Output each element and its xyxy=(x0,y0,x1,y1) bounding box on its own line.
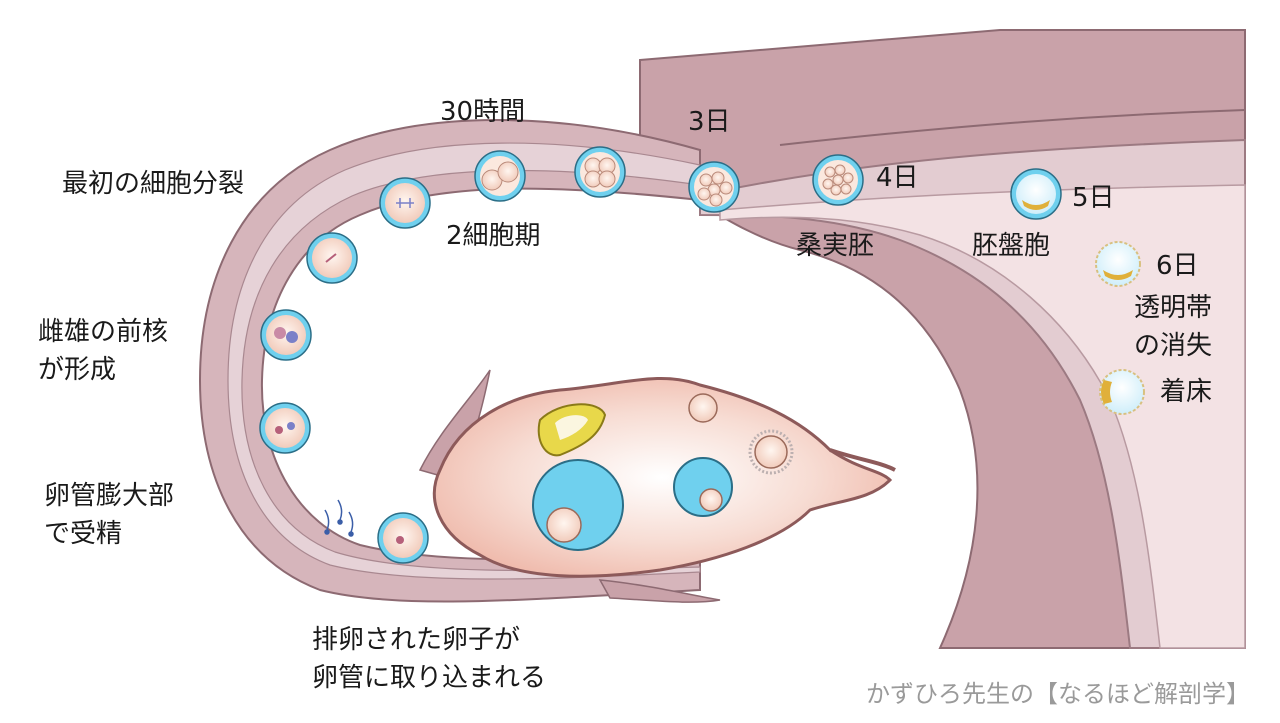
fertilized-egg-icon xyxy=(259,402,311,454)
label-two-cell: 2細胞期 xyxy=(446,221,541,251)
sperm-icon xyxy=(324,499,354,537)
label-day-6: 6日 xyxy=(1156,251,1199,281)
label-implantation: 着床 xyxy=(1160,377,1213,407)
label-day-4: 4日 xyxy=(876,163,919,193)
embryo-stages xyxy=(259,146,1145,564)
label-fertilization-2: で受精 xyxy=(44,519,123,549)
spindle-icon xyxy=(379,177,431,229)
label-ovulation-2: 卵管に取り込まれる xyxy=(312,663,547,693)
eight-cell-icon xyxy=(688,161,740,213)
label-pronuclei-2: が形成 xyxy=(38,355,117,385)
morula-icon xyxy=(812,154,864,206)
label-pronuclei-1: 雌雄の前核 xyxy=(38,317,169,347)
label-morula: 桑実胚 xyxy=(796,231,875,261)
label-fertilization-1: 卵管膨大部 xyxy=(44,481,175,511)
label-30-hours: 30時間 xyxy=(440,97,526,127)
implanted-blastocyst-icon xyxy=(1099,369,1145,415)
label-day-5: 5日 xyxy=(1072,183,1115,213)
label-blastocyst: 胚盤胞 xyxy=(972,231,1051,261)
four-cell-icon xyxy=(574,146,626,198)
label-zona-loss-1: 透明帯 xyxy=(1134,293,1213,323)
ovary xyxy=(432,377,896,578)
blastocyst-icon xyxy=(1010,168,1062,220)
label-first-division: 最初の細胞分裂 xyxy=(62,169,245,199)
label-zona-loss-2: の消失 xyxy=(1134,331,1213,361)
label-ovulation-1: 排卵された卵子が xyxy=(312,625,521,655)
hatched-blastocyst-icon xyxy=(1095,241,1141,287)
label-day-3: 3日 xyxy=(688,107,731,137)
first-division-icon xyxy=(306,232,358,284)
credit-text: かずひろ先生の【なるほど解剖学】 xyxy=(866,680,1250,708)
zygote-icon xyxy=(377,512,429,564)
two-cell-icon xyxy=(474,150,526,202)
pronuclei-icon xyxy=(260,309,312,361)
